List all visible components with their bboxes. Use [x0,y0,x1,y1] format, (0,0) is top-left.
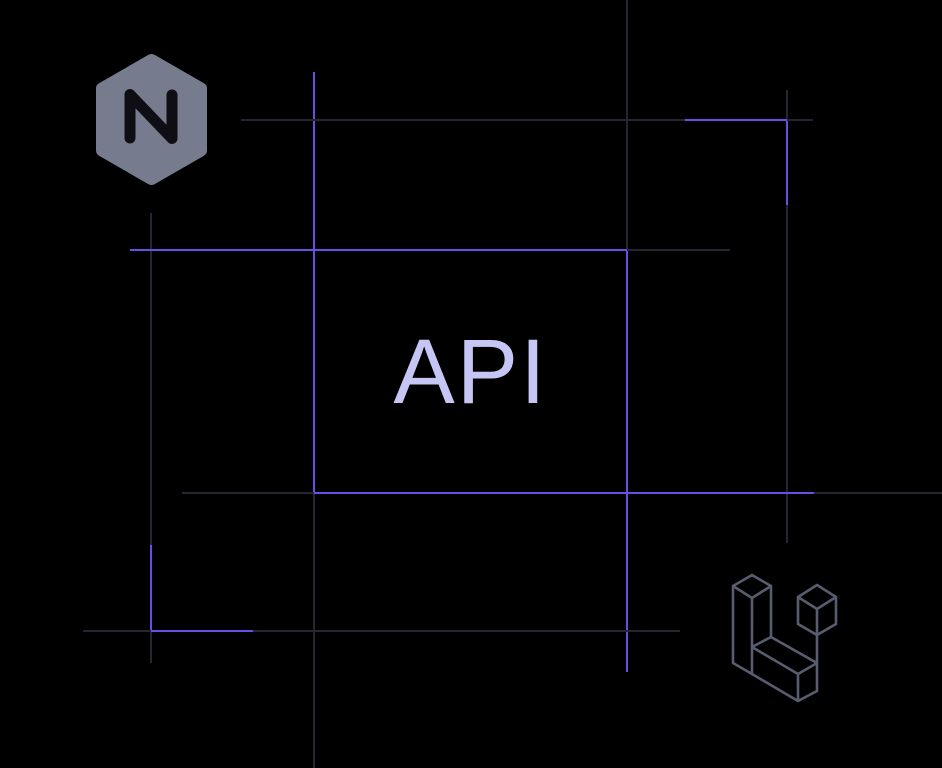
grid-line [627,249,730,251]
grid-line [787,119,813,121]
grid-line [241,119,685,121]
nginx-logo-icon [96,54,207,185]
grid-line [685,119,787,121]
grid-line [182,492,314,494]
nginx-letter-n [124,89,178,144]
grid-line [83,630,151,632]
grid-line [314,492,814,494]
grid-line [786,205,788,543]
api-label: API [393,320,548,423]
grid-line [150,545,152,631]
grid-line [151,630,253,632]
laravel-logo-icon [731,573,838,703]
grid-line [253,630,680,632]
grid-line [150,213,152,663]
grid-line [626,0,628,250]
api-frame: API [314,250,627,493]
grid-line [786,90,788,121]
grid-line [130,249,627,251]
grid-line [626,250,628,672]
grid-line [313,72,315,494]
grid-line [814,492,942,494]
grid-line [786,121,788,205]
